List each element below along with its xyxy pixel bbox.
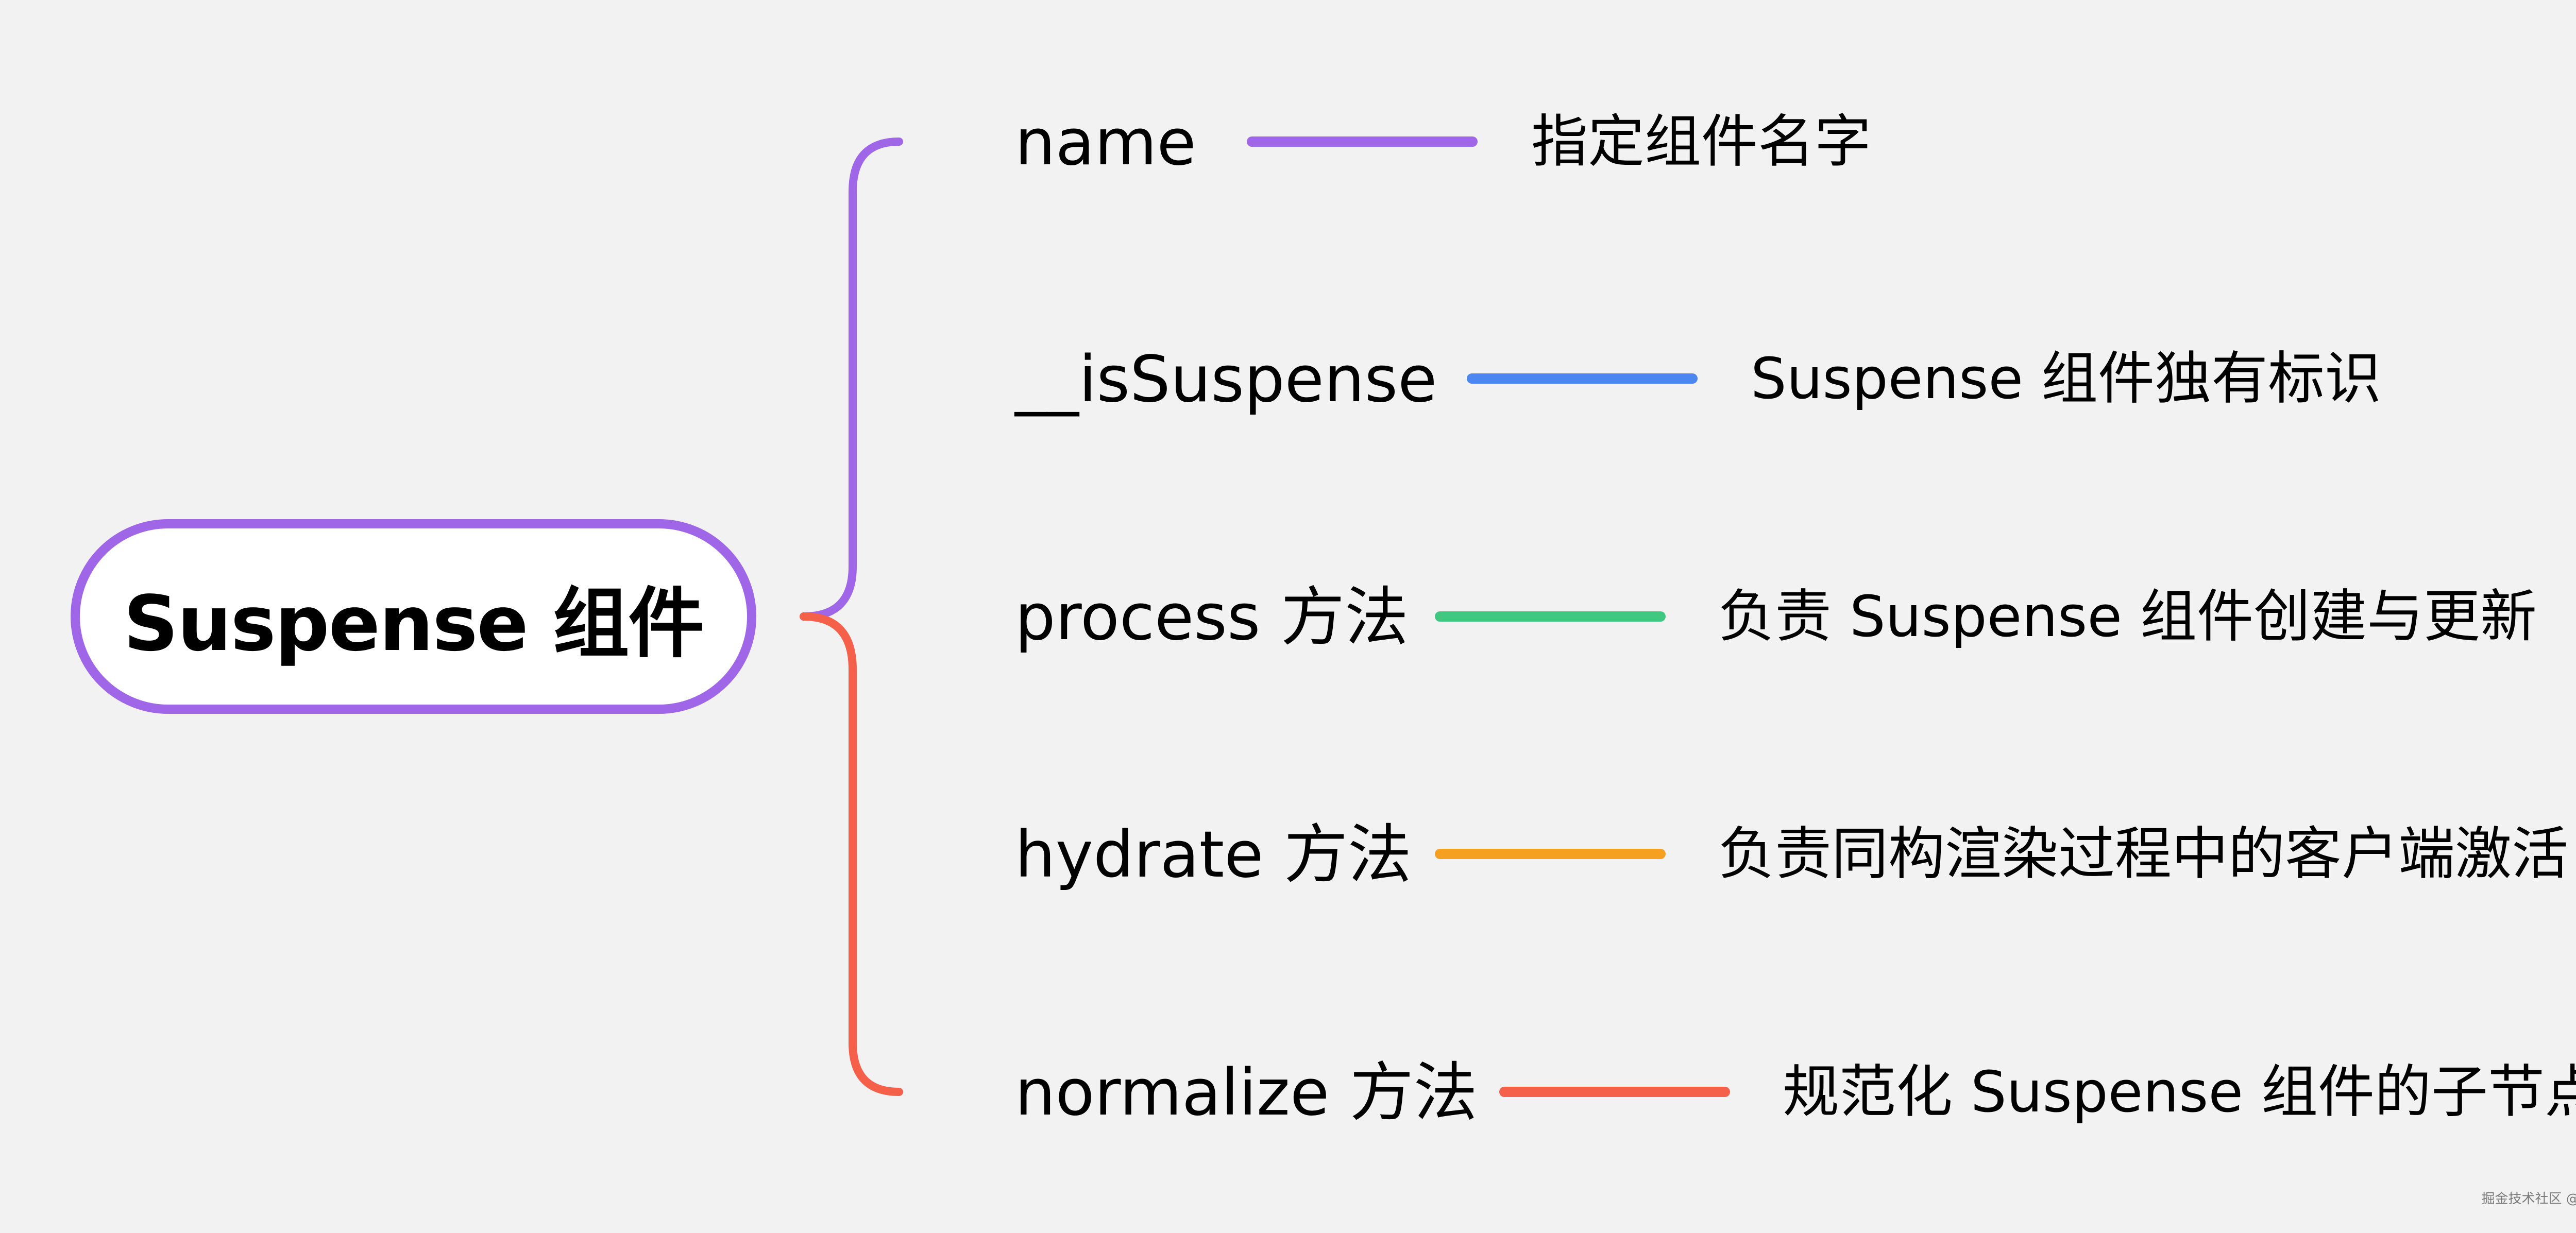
watermark: 掘金技术社区 @ 云浪 — [2481, 1191, 2576, 1207]
branch-label-process: process 方法 — [1015, 580, 1409, 655]
branch-desc-name: 指定组件名字 — [1531, 109, 1871, 175]
branch-label-hydrate: hydrate 方法 — [1015, 818, 1412, 892]
branch-label-name: name — [1015, 106, 1196, 180]
bracket-upper-curve — [800, 138, 903, 621]
bracket-lower-curve — [800, 612, 903, 1096]
branch-label-normalize: normalize 方法 — [1015, 1056, 1478, 1130]
root-node-label: Suspense 组件 — [123, 579, 705, 668]
branch-desc-issuspense: Suspense 组件独有标识 — [1751, 346, 2382, 412]
branch-desc-process: 负责 Suspense 组件创建与更新 — [1718, 584, 2537, 649]
branch-desc-hydrate: 负责同构渲染过程中的客户端激活 — [1718, 821, 2568, 887]
branch-desc-normalize: 规范化 Suspense 组件的子节点 — [1783, 1059, 2576, 1125]
root-node[interactable]: Suspense 组件 — [71, 519, 756, 714]
branch-label-issuspense: __isSuspense — [1015, 342, 1437, 417]
